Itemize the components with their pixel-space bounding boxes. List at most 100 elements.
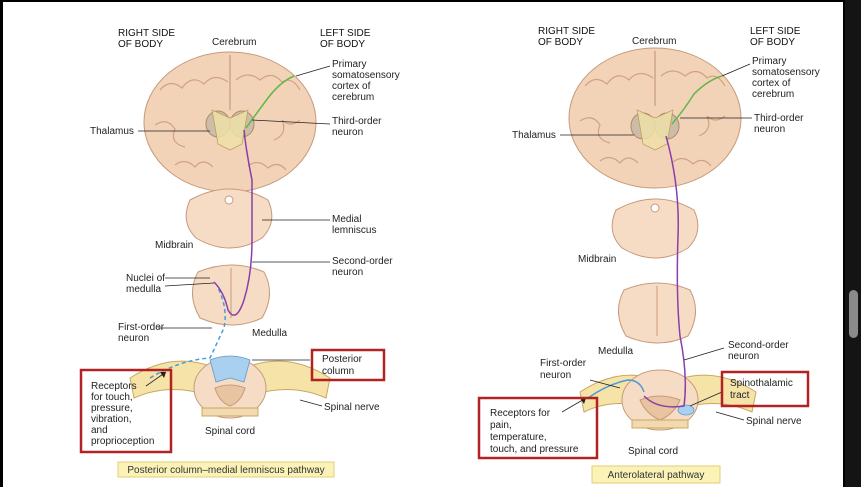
svg-text:Medulla: Medulla xyxy=(598,346,633,357)
right-medulla-label: Medulla xyxy=(598,346,633,357)
svg-text:column: column xyxy=(322,366,354,377)
svg-text:touch, and pressure: touch, and pressure xyxy=(490,444,579,455)
left-posterior-column-highlight xyxy=(310,348,386,382)
left-labels: RIGHT SIDE OF BODY Cerebrum LEFT SIDE OF… xyxy=(90,28,400,447)
left-first-order-neuron xyxy=(149,287,226,379)
svg-text:vibration,: vibration, xyxy=(91,414,132,425)
left-nuclei-line1: Nuclei of xyxy=(126,273,165,284)
right-third-order-line1: Third-order xyxy=(754,113,804,124)
svg-text:Second-order: Second-order xyxy=(332,256,393,267)
scrollbar-thumb[interactable] xyxy=(849,290,858,338)
left-medulla-illustration xyxy=(192,264,270,326)
left-third-order-line1: Third-order xyxy=(332,116,382,127)
left-first-order-line1: First-order xyxy=(118,322,165,333)
right-receptors-highlight xyxy=(477,396,599,460)
left-side-right-line2: OF BODY xyxy=(118,39,163,50)
svg-text:Medial: Medial xyxy=(332,214,361,225)
svg-text:LEFT SIDE: LEFT SIDE xyxy=(320,28,371,39)
svg-text:Primary: Primary xyxy=(752,56,786,67)
svg-text:lemniscus: lemniscus xyxy=(332,225,376,236)
svg-text:Cerebrum: Cerebrum xyxy=(212,37,256,48)
left-receptors-highlight xyxy=(79,368,173,454)
svg-text:Third-order: Third-order xyxy=(332,116,382,127)
svg-text:Posterior column–medial lemnis: Posterior column–medial lemniscus pathwa… xyxy=(127,465,324,476)
svg-text:OF BODY: OF BODY xyxy=(538,37,583,48)
left-cortex-line4: cerebrum xyxy=(332,92,374,103)
svg-text:cerebrum: cerebrum xyxy=(332,92,374,103)
svg-text:medulla: medulla xyxy=(126,284,161,295)
left-side-right-line1: RIGHT SIDE xyxy=(118,28,175,39)
left-receptors-line1: Receptors xyxy=(91,381,137,392)
right-spinothalamic-highlight xyxy=(720,370,810,408)
left-midbrain-illustration xyxy=(185,188,273,249)
svg-text:First-order: First-order xyxy=(118,322,165,333)
svg-text:neuron: neuron xyxy=(332,267,363,278)
right-first-order-line2: neuron xyxy=(540,370,571,381)
svg-text:neuron: neuron xyxy=(754,124,785,135)
svg-text:Spinal nerve: Spinal nerve xyxy=(746,416,802,427)
svg-text:cortex of: cortex of xyxy=(332,81,371,92)
left-medulla-label: Medulla xyxy=(252,328,287,339)
scrollbar-track[interactable] xyxy=(845,0,861,487)
svg-text:RIGHT SIDE: RIGHT SIDE xyxy=(118,28,175,39)
right-cortex-line4: cerebrum xyxy=(752,89,794,100)
right-third-order-line2: neuron xyxy=(754,124,785,135)
left-receptors-line6: proprioception xyxy=(91,436,154,447)
left-thalamus-label: Thalamus xyxy=(90,126,134,137)
right-side-left-line1: LEFT SIDE xyxy=(750,26,801,37)
svg-text:OF BODY: OF BODY xyxy=(118,39,163,50)
svg-text:neuron: neuron xyxy=(118,333,149,344)
svg-text:for touch,: for touch, xyxy=(91,392,133,403)
right-spinal-nerve-label: Spinal nerve xyxy=(746,416,802,427)
svg-text:temperature,: temperature, xyxy=(490,432,547,443)
left-side-left-line1: LEFT SIDE xyxy=(320,28,371,39)
right-third-order-neuron xyxy=(671,75,723,125)
svg-text:OF BODY: OF BODY xyxy=(750,37,795,48)
right-receptors-line1: Receptors for xyxy=(490,408,551,419)
svg-text:Midbrain: Midbrain xyxy=(578,254,616,265)
svg-text:Spinal cord: Spinal cord xyxy=(628,446,678,457)
svg-text:Thalamus: Thalamus xyxy=(90,126,134,137)
right-caption-text: Anterolateral pathway xyxy=(608,470,705,481)
left-second-order-neuron xyxy=(213,129,253,316)
svg-text:Spinal cord: Spinal cord xyxy=(205,426,255,437)
left-posterior-column-line1: Posterior xyxy=(322,354,363,365)
left-side-left-line2: OF BODY xyxy=(320,39,365,50)
svg-text:pressure,: pressure, xyxy=(91,403,133,414)
svg-text:Third-order: Third-order xyxy=(754,113,804,124)
svg-text:Spinal nerve: Spinal nerve xyxy=(324,402,380,413)
right-receptors-line2: pain, xyxy=(490,420,512,431)
right-side-right-line1: RIGHT SIDE xyxy=(538,26,595,37)
left-spinal-cord-label: Spinal cord xyxy=(205,426,255,437)
svg-text:Posterior: Posterior xyxy=(322,354,363,365)
svg-text:Thalamus: Thalamus xyxy=(512,130,556,141)
svg-text:tract: tract xyxy=(730,390,750,401)
svg-text:somatosensory: somatosensory xyxy=(752,67,820,78)
right-spinothalamic-line1: Spinothalamic xyxy=(730,378,793,389)
svg-text:Second-order: Second-order xyxy=(728,340,789,351)
svg-text:Receptors for: Receptors for xyxy=(490,408,551,419)
svg-text:Primary: Primary xyxy=(332,59,366,70)
svg-text:neuron: neuron xyxy=(728,351,759,362)
svg-text:cerebrum: cerebrum xyxy=(752,89,794,100)
left-spinal-nerve-label: Spinal nerve xyxy=(324,402,380,413)
right-cerebrum-illustration xyxy=(568,47,742,189)
svg-text:Receptors: Receptors xyxy=(91,381,137,392)
right-spinothalamic-line2: tract xyxy=(730,390,750,401)
right-receptors-line4: touch, and pressure xyxy=(490,444,579,455)
svg-text:proprioception: proprioception xyxy=(91,436,154,447)
left-second-order-line2: neuron xyxy=(332,267,363,278)
right-second-order-neuron xyxy=(643,135,687,408)
left-cortex-line2: somatosensory xyxy=(332,70,400,81)
svg-text:neuron: neuron xyxy=(332,127,363,138)
left-nuclei-line2: medulla xyxy=(126,284,161,295)
right-thalamus-label: Thalamus xyxy=(512,130,556,141)
right-cortex-line2: somatosensory xyxy=(752,67,820,78)
svg-text:pain,: pain, xyxy=(490,420,512,431)
svg-text:Midbrain: Midbrain xyxy=(155,240,193,251)
left-third-order-line2: neuron xyxy=(332,127,363,138)
right-second-order-line2: neuron xyxy=(728,351,759,362)
svg-text:Anterolateral pathway: Anterolateral pathway xyxy=(608,470,705,481)
right-spinal-cord-illustration xyxy=(579,369,757,431)
right-cortex-line3: cortex of xyxy=(752,78,791,89)
